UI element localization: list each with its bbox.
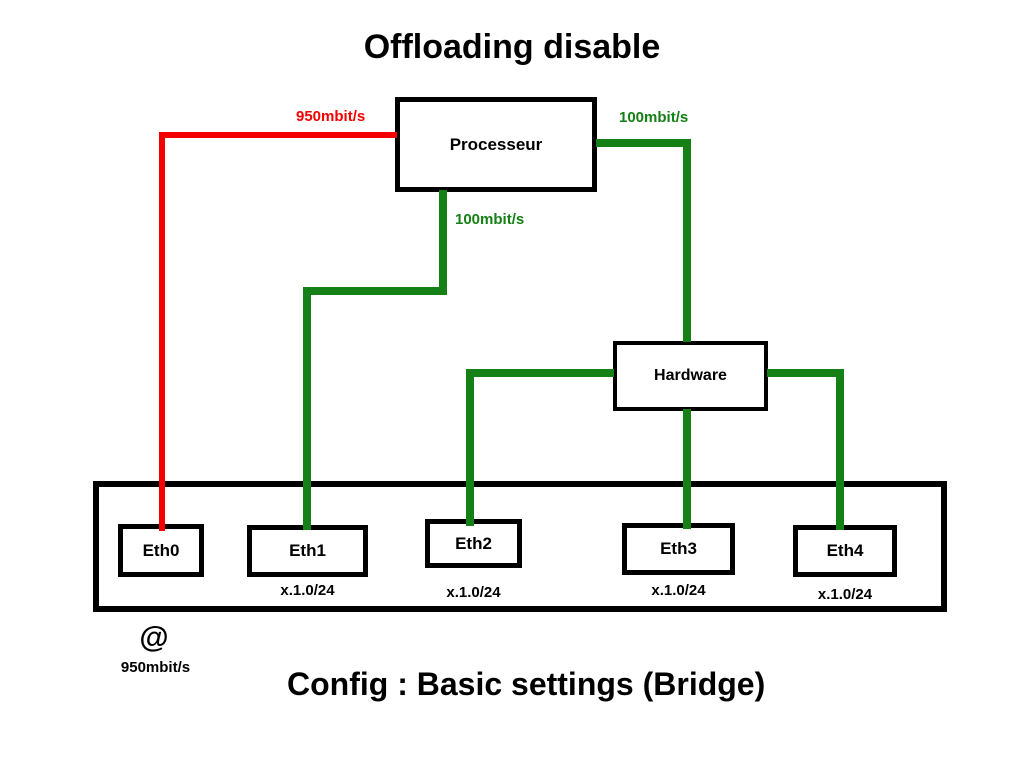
subnet-label-eth4: x.1.0/24 xyxy=(817,586,873,603)
node-eth4-label: Eth4 xyxy=(826,541,864,560)
link-hardware-eth3-vertical-segment xyxy=(683,409,691,529)
link-hardware-eth4-horizontal-segment xyxy=(767,369,844,377)
link-hardware-eth2-vertical-segment xyxy=(466,369,474,526)
link-processeur-hardware-horizontal-segment xyxy=(596,139,691,147)
node-eth3: Eth3 xyxy=(622,523,735,575)
diagram-caption: Config : Basic settings (Bridge) xyxy=(287,666,766,702)
link-processeur-hardware-vertical-segment xyxy=(683,139,691,342)
link-hardware-eth4-vertical-segment xyxy=(836,369,844,530)
link-processeur-eth0-vertical-segment xyxy=(159,132,165,531)
link-processeur-eth1-vertical-segment-2 xyxy=(303,287,311,530)
node-eth1: Eth1 xyxy=(247,525,368,577)
subnet-label-eth3: x.1.0/24 xyxy=(651,582,706,599)
node-processeur: Processeur xyxy=(395,97,597,192)
node-eth0: Eth0 xyxy=(118,524,204,577)
node-eth3-label: Eth3 xyxy=(660,539,697,558)
node-eth1-label: Eth1 xyxy=(289,541,326,560)
node-eth2-label: Eth2 xyxy=(455,533,492,553)
link-hardware-eth2-horizontal-segment xyxy=(466,369,614,377)
node-hardware-label: Hardware xyxy=(654,367,727,384)
subnet-label-eth1: x.1.0/24 xyxy=(280,582,335,599)
at-sign-symbol: @ xyxy=(139,621,169,654)
subnet-label-eth2: x.1.0/24 xyxy=(446,584,501,601)
footnote-rate-label: 950mbit/s xyxy=(120,659,191,676)
node-processeur-label: Processeur xyxy=(449,134,543,154)
node-eth2: Eth2 xyxy=(425,519,522,568)
link-processeur-eth1-horizontal-segment xyxy=(303,287,447,295)
node-eth0-label: Eth0 xyxy=(142,540,180,560)
node-eth4: Eth4 xyxy=(793,525,897,577)
link-processeur-eth1-vertical-segment-1 xyxy=(439,190,447,295)
link-label-100mbits-right: 100mbit/s xyxy=(619,109,689,126)
node-hardware: Hardware xyxy=(613,341,768,411)
link-label-100mbits-bottom: 100mbit/s xyxy=(455,211,525,228)
link-label-950mbits: 950mbit/s xyxy=(296,108,366,125)
diagram-title: Offloading disable xyxy=(363,28,661,66)
link-processeur-eth0-horizontal-segment xyxy=(159,132,397,138)
